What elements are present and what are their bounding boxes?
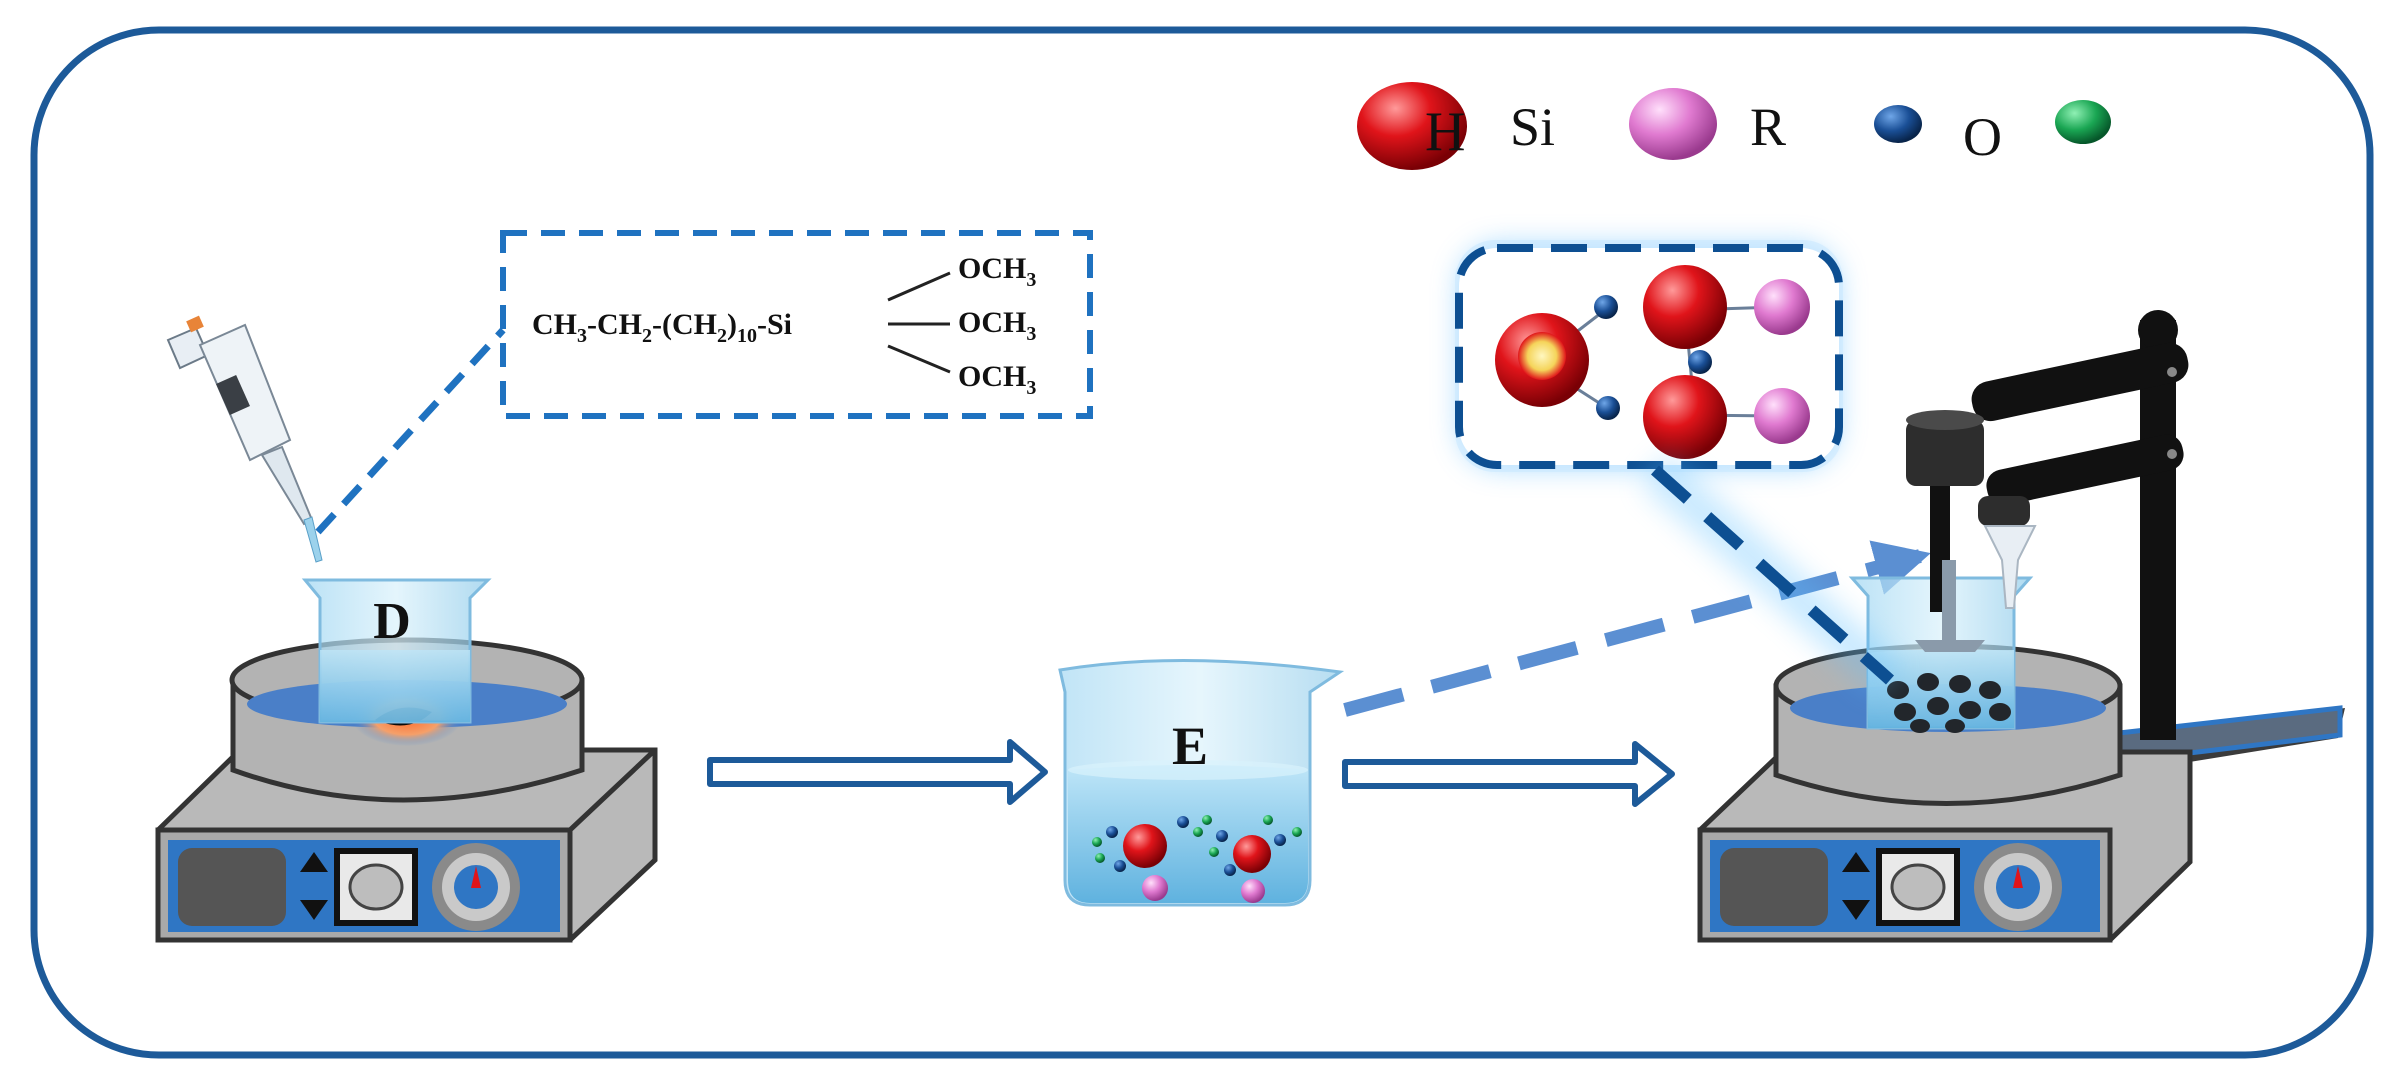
right-speed-knob xyxy=(1890,863,1946,911)
left-hotplate: D xyxy=(155,578,658,943)
transfer-dashed-arrow xyxy=(1343,540,1931,717)
dropping-funnel xyxy=(1983,525,2037,609)
inset-h-atom xyxy=(1643,375,1727,459)
legend-h-atom-icon xyxy=(1357,82,1467,170)
methoxy-group-3: OCH3 xyxy=(958,360,1036,399)
right-hotplate xyxy=(1697,643,2193,943)
methoxy-group-1: OCH3 xyxy=(958,252,1036,291)
legend: H Si R O xyxy=(1357,82,2111,170)
inset-si-atom xyxy=(1754,388,1810,444)
stirrer-shaft xyxy=(1942,560,1956,650)
molecule-h-atom xyxy=(1123,824,1167,868)
process-arrow-1 xyxy=(707,739,1048,805)
left-speed-knob xyxy=(348,863,404,911)
legend-label-r: R xyxy=(1750,97,1786,157)
methoxy-group-2: OCH3 xyxy=(958,306,1036,345)
nanoparticles xyxy=(1887,673,2011,733)
formula-box: CH3-CH2-(CH2)10-Si OCH3 OCH3 OCH3 xyxy=(500,230,1093,419)
inset-r-atom xyxy=(1596,396,1620,420)
molecule-inset-border xyxy=(1455,244,1843,469)
pipette-icon xyxy=(166,315,323,563)
pipette-callout-line xyxy=(315,327,506,535)
beaker-e-label: E xyxy=(1172,716,1208,776)
bond-lower xyxy=(887,344,951,374)
inset-h-atom xyxy=(1643,265,1727,349)
legend-label-h: H xyxy=(1425,101,1465,163)
beaker-d-label: D xyxy=(373,593,411,650)
legend-label-o: O xyxy=(1963,107,2002,167)
bond-upper xyxy=(887,271,951,302)
legend-label-si: Si xyxy=(1510,97,1555,157)
formula-dashed-border xyxy=(500,230,1093,419)
molecule-h-atom xyxy=(1233,835,1271,873)
inset-si-atom xyxy=(1754,279,1810,335)
reaction-beaker xyxy=(1848,410,2037,733)
molecule-inset xyxy=(1455,240,1843,472)
inset-r-atom xyxy=(1688,350,1712,374)
left-temp-dial-icon xyxy=(432,843,520,931)
legend-si-atom-icon xyxy=(1629,88,1717,160)
right-temp-dial-icon xyxy=(1974,843,2062,931)
outer-frame xyxy=(30,26,2374,1059)
formula-chain: CH3-CH2-(CH2)10-Si xyxy=(532,308,792,347)
legend-r-atom-icon xyxy=(1874,105,1922,143)
process-arrow-2 xyxy=(1342,741,1675,807)
overhead-stirrer xyxy=(1906,420,1984,486)
inset-callout-line xyxy=(1651,465,1894,685)
beaker-e: E xyxy=(1058,658,1345,907)
molecule-si-atom xyxy=(1142,875,1168,901)
molecule-si-atom xyxy=(1241,879,1265,903)
inset-r-atom xyxy=(1594,295,1618,319)
legend-o-atom-icon xyxy=(2055,100,2111,144)
